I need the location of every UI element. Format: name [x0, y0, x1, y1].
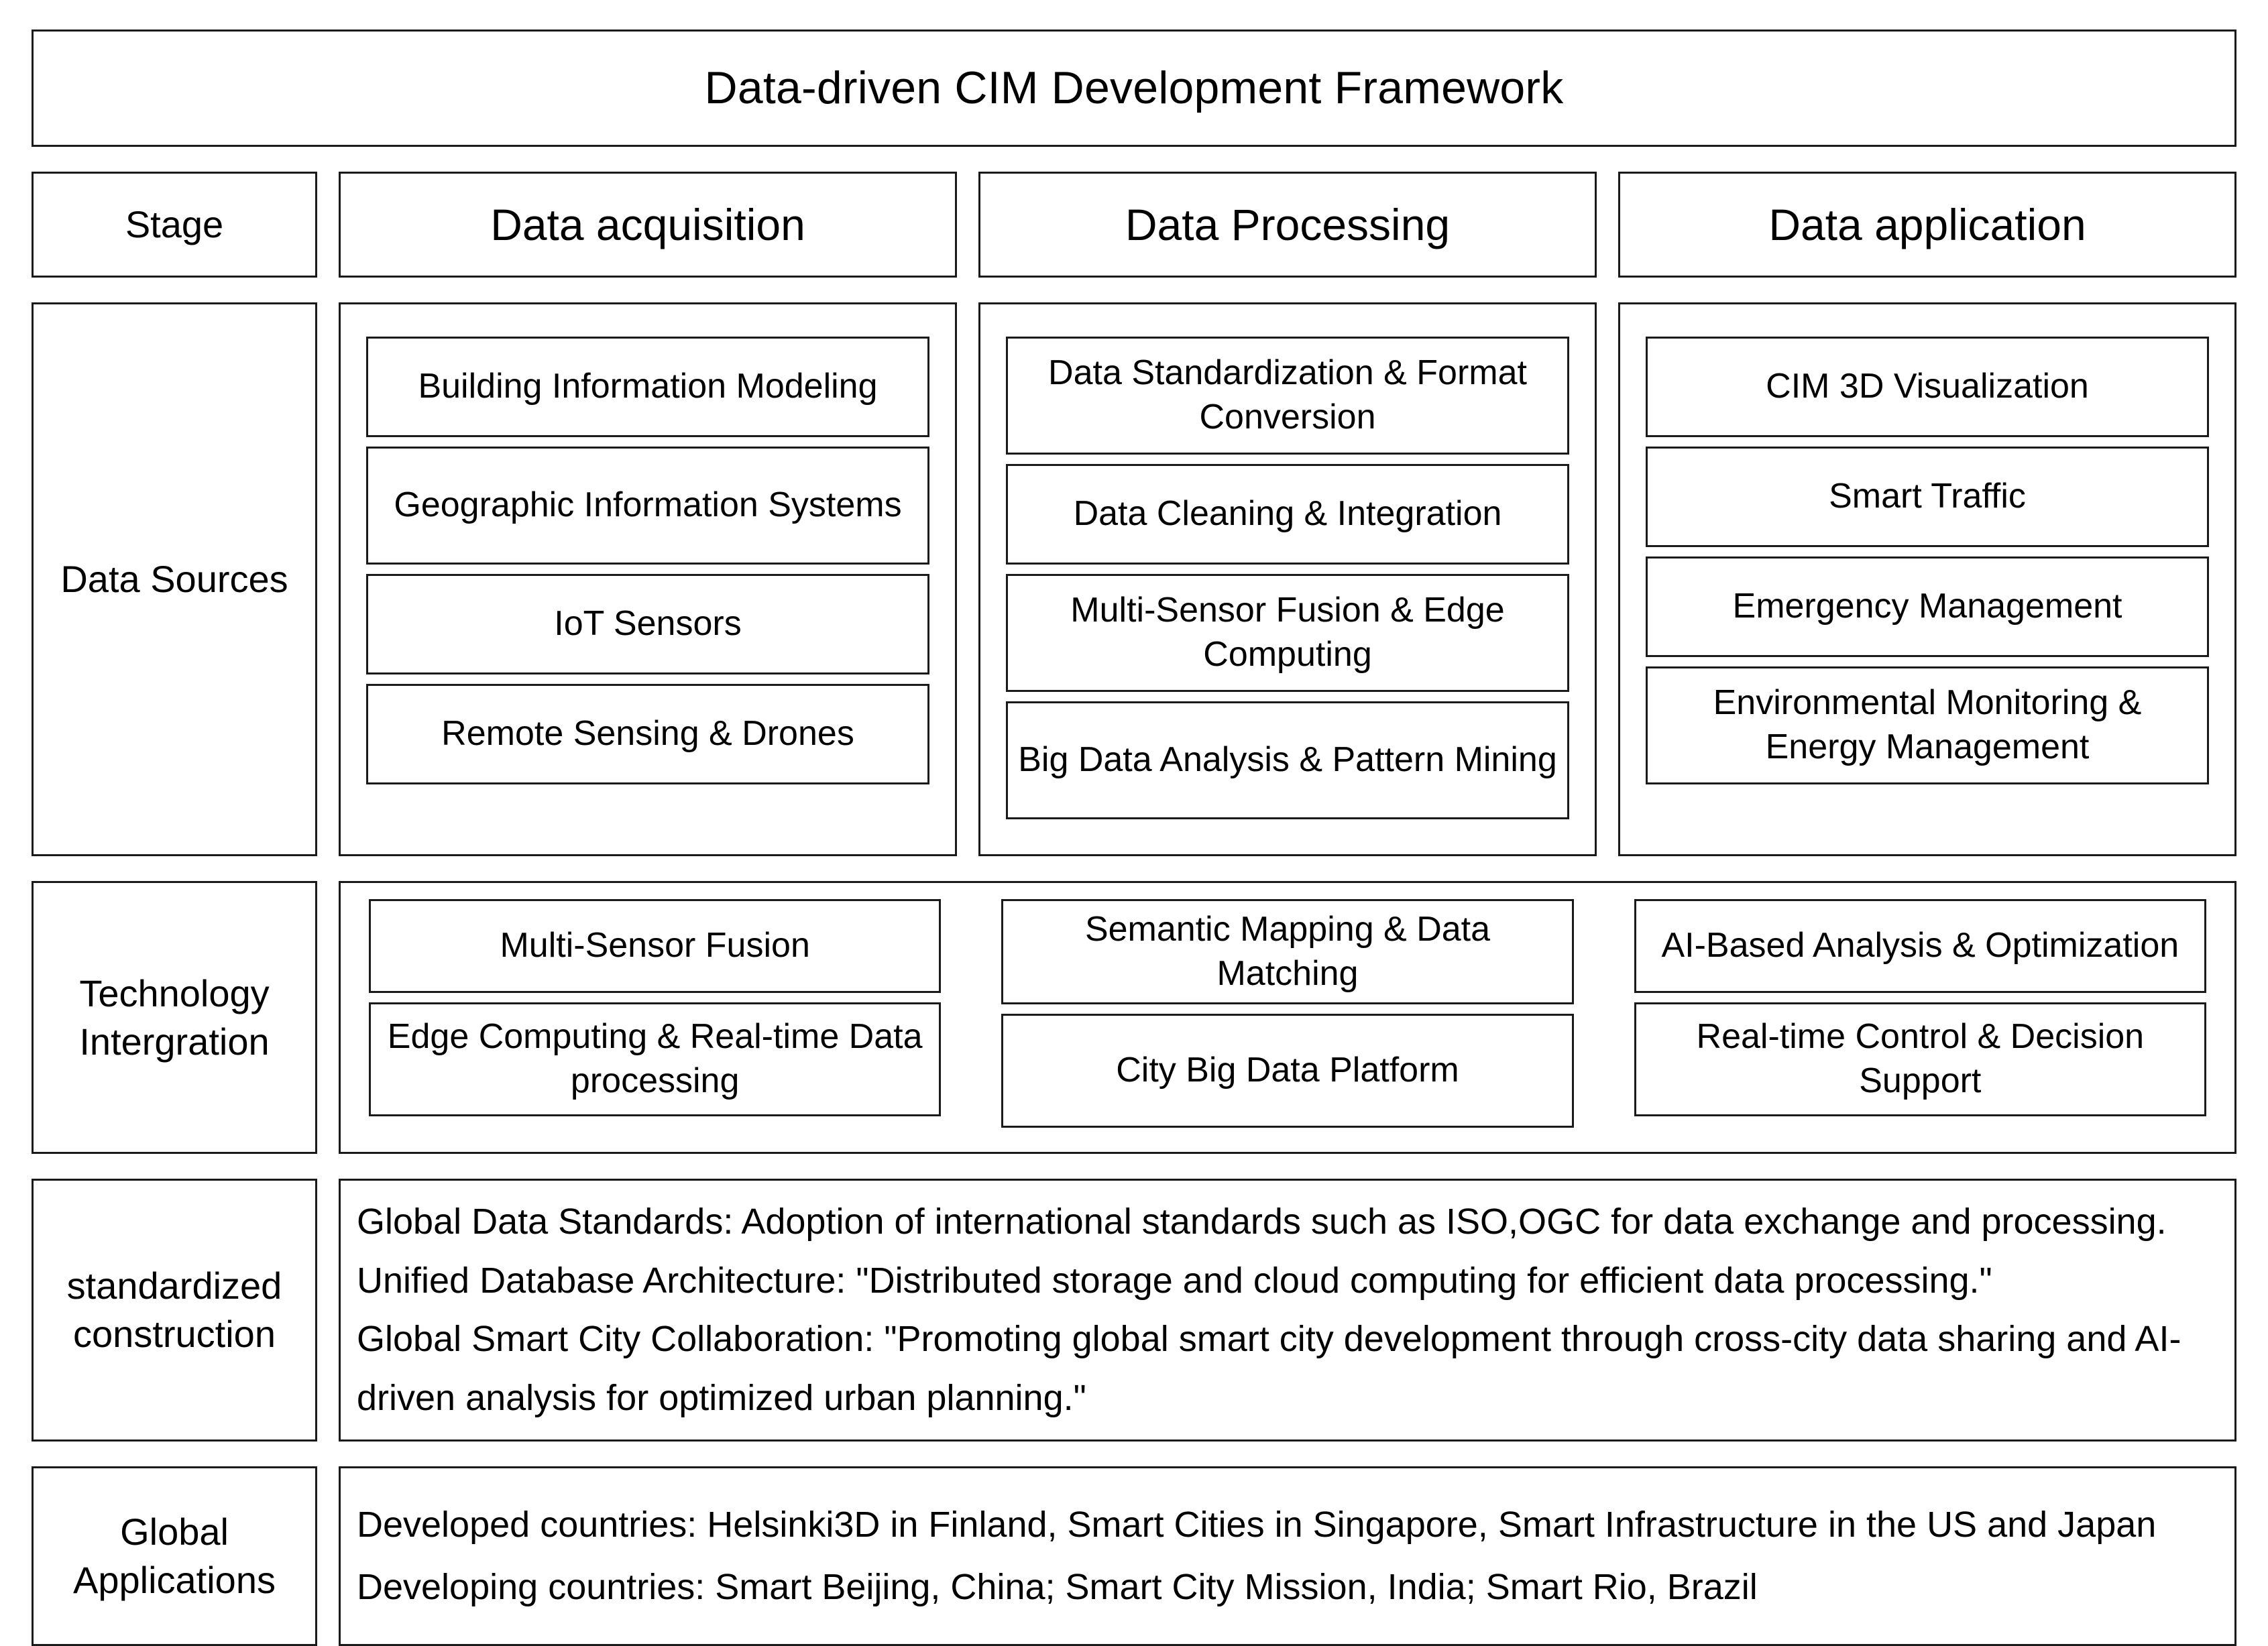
list-item: Remote Sensing & Drones [366, 684, 929, 784]
stage-header-label: Data acquisition [490, 199, 805, 249]
framework-diagram: Data-driven CIM Development Framework St… [32, 30, 2236, 1646]
list-item: Multi-Sensor Fusion & Edge Computing [1006, 574, 1569, 692]
list-item: Real-time Control & Decision Support [1634, 1002, 2206, 1116]
standardized-construction-row: standardized construction Global Data St… [32, 1179, 2236, 1442]
row-label-data-sources-text: Data Sources [60, 558, 288, 601]
stage-header-data-acquisition: Data acquisition [339, 172, 957, 278]
data-sources-col-processing: Data Standardization & Format Conversion… [978, 302, 1597, 856]
data-sources-row: Data Sources Building Information Modeli… [32, 302, 2236, 856]
list-item: Data Standardization & Format Conversion [1006, 337, 1569, 455]
list-item: Edge Computing & Real-time Data processi… [369, 1002, 942, 1116]
standardized-line: Unified Database Architecture: "Distribu… [357, 1260, 1992, 1301]
global-applications-row: Global Applications Developed countries:… [32, 1466, 2236, 1646]
row-label-stage: Stage [32, 172, 317, 278]
technology-col-acquisition: Multi-Sensor Fusion Edge Computing & Rea… [350, 892, 960, 1137]
list-item: Semantic Mapping & Data Matching [1001, 899, 1574, 1005]
list-item: Big Data Analysis & Pattern Mining [1006, 701, 1569, 819]
list-item: Geographic Information Systems [366, 447, 929, 565]
list-item: Multi-Sensor Fusion [369, 899, 942, 993]
technology-integration-panel: Multi-Sensor Fusion Edge Computing & Rea… [339, 881, 2236, 1155]
row-label-technology-integration: Technology Intergration [32, 881, 317, 1155]
standardized-line: Global Smart City Collaboration: "Promot… [357, 1319, 2181, 1418]
list-item: CIM 3D Visualization [1646, 337, 2209, 437]
list-item: AI-Based Analysis & Optimization [1634, 899, 2206, 993]
row-label-data-sources: Data Sources [32, 302, 317, 856]
stage-header-label: Data application [1768, 199, 2086, 249]
list-item: IoT Sensors [366, 574, 929, 674]
list-item: Building Information Modeling [366, 337, 929, 437]
standardized-line: Global Data Standards: Adoption of inter… [357, 1201, 2167, 1242]
technology-col-processing: Semantic Mapping & Data Matching City Bi… [982, 892, 1592, 1137]
row-label-global-applications-text: Global Applications [73, 1511, 276, 1602]
standardized-construction-panel: Global Data Standards: Adoption of inter… [339, 1179, 2236, 1442]
row-label-global-applications: Global Applications [32, 1466, 317, 1646]
list-item: Emergency Management [1646, 556, 2209, 657]
page-title: Data-driven CIM Development Framework [704, 62, 1564, 114]
stage-header-row: Stage Data acquisition Data Processing D… [32, 172, 2236, 278]
stage-header-label: Data Processing [1125, 199, 1451, 249]
list-item: Smart Traffic [1646, 447, 2209, 547]
row-label-standardized-construction: standardized construction [32, 1179, 317, 1442]
stage-header-data-application: Data application [1618, 172, 2236, 278]
global-applications-line: Developing countries: Smart Beijing, Chi… [357, 1567, 1758, 1608]
technology-col-application: AI-Based Analysis & Optimization Real-ti… [1615, 892, 2225, 1137]
data-sources-col-application: CIM 3D Visualization Smart Traffic Emerg… [1618, 302, 2236, 856]
row-label-stage-text: Stage [125, 203, 224, 246]
diagram-title-box: Data-driven CIM Development Framework [32, 30, 2236, 147]
row-label-standardized-construction-text: standardized construction [66, 1265, 282, 1356]
data-sources-col-acquisition: Building Information Modeling Geographic… [339, 302, 957, 856]
global-applications-line: Developed countries: Helsinki3D in Finla… [357, 1505, 2157, 1545]
list-item: City Big Data Platform [1001, 1014, 1574, 1128]
list-item: Environmental Monitoring & Energy Manage… [1646, 666, 2209, 784]
row-label-technology-integration-text: Technology Intergration [79, 972, 270, 1063]
stage-header-data-processing: Data Processing [978, 172, 1597, 278]
list-item: Data Cleaning & Integration [1006, 464, 1569, 565]
global-applications-panel: Developed countries: Helsinki3D in Finla… [339, 1466, 2236, 1646]
technology-integration-row: Technology Intergration Multi-Sensor Fus… [32, 881, 2236, 1155]
